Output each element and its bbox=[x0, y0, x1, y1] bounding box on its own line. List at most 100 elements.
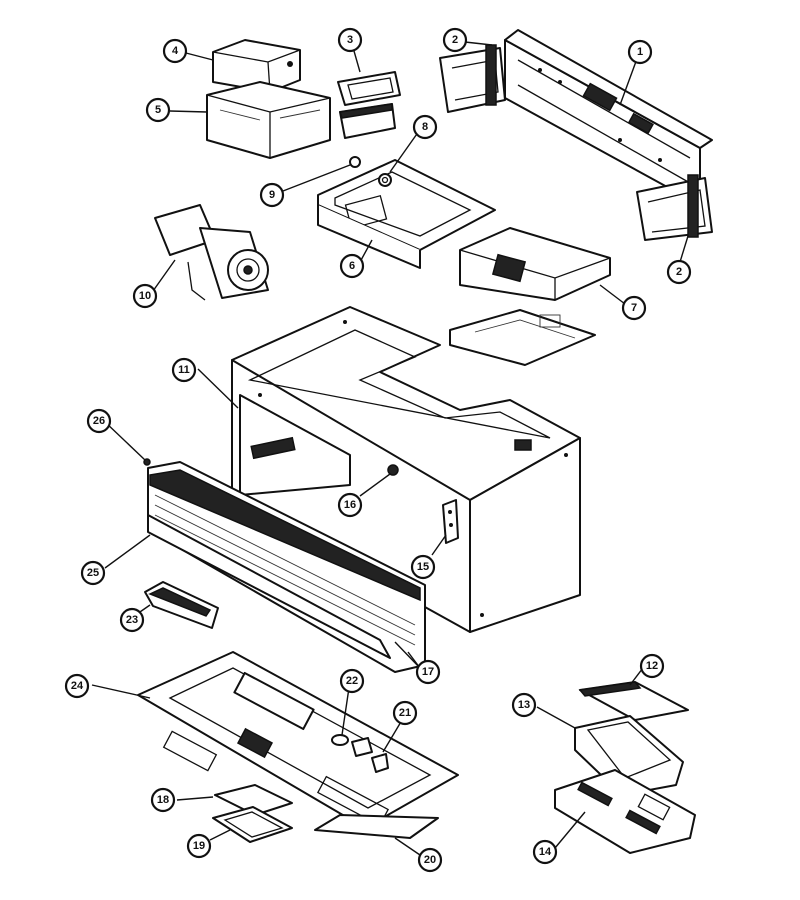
leader-20 bbox=[394, 837, 421, 856]
part-21-lamp-socket bbox=[351, 737, 389, 773]
svg-text:23: 23 bbox=[126, 614, 138, 626]
leader-9 bbox=[282, 164, 351, 192]
part-14-mounting-plate bbox=[554, 769, 696, 854]
part-18-lens bbox=[214, 784, 293, 816]
svg-text:24: 24 bbox=[71, 680, 84, 692]
part-3-cup bbox=[339, 103, 396, 139]
leader-11 bbox=[197, 368, 239, 409]
leader-18 bbox=[176, 796, 214, 801]
callout-24: 24 bbox=[64, 673, 90, 699]
leader-24 bbox=[91, 684, 151, 699]
callout-15: 15 bbox=[410, 554, 436, 580]
leader-1 bbox=[619, 55, 639, 106]
part-3-gasket bbox=[337, 71, 401, 106]
part-22-lamp-bulb bbox=[331, 734, 349, 746]
svg-text:2: 2 bbox=[676, 266, 682, 278]
leader-4 bbox=[185, 52, 214, 61]
callout-23: 23 bbox=[119, 607, 145, 633]
leader-lines bbox=[91, 41, 689, 856]
leader-14 bbox=[554, 811, 586, 849]
svg-text:16: 16 bbox=[344, 499, 356, 511]
svg-text:25: 25 bbox=[87, 567, 99, 579]
callout-18: 18 bbox=[150, 787, 176, 813]
callout-12: 12 bbox=[639, 653, 665, 679]
part-8-fastener bbox=[378, 173, 392, 187]
leader-17a bbox=[394, 641, 421, 669]
svg-text:12: 12 bbox=[646, 660, 658, 672]
leader-16 bbox=[359, 473, 391, 497]
part-5-duct-housing bbox=[206, 81, 331, 159]
svg-text:11: 11 bbox=[178, 364, 190, 376]
callout-10: 10 bbox=[132, 283, 158, 309]
callout-19: 19 bbox=[186, 833, 212, 859]
callout-1: 1 bbox=[627, 39, 653, 65]
callout-20: 20 bbox=[417, 847, 443, 873]
leader-6 bbox=[359, 239, 373, 263]
callout-4: 4 bbox=[162, 38, 188, 64]
svg-text:1: 1 bbox=[637, 46, 643, 58]
leader-26 bbox=[103, 420, 146, 461]
svg-text:19: 19 bbox=[193, 840, 205, 852]
callout-21: 21 bbox=[392, 700, 418, 726]
part-19-lens-cover bbox=[212, 806, 293, 843]
callout-2-upper: 2 bbox=[442, 27, 468, 53]
part-23-filter bbox=[144, 581, 219, 629]
callout-6: 6 bbox=[339, 253, 365, 279]
part-7-blower-housing bbox=[449, 227, 611, 366]
leader-15 bbox=[431, 534, 447, 556]
svg-text:26: 26 bbox=[93, 415, 105, 427]
part-6-base-plate bbox=[317, 159, 496, 269]
callout-3: 3 bbox=[337, 27, 363, 53]
svg-text:9: 9 bbox=[269, 189, 275, 201]
svg-text:7: 7 bbox=[631, 302, 637, 314]
part-24-bottom-panel bbox=[137, 651, 459, 829]
leader-5 bbox=[169, 110, 208, 113]
callout-13: 13 bbox=[511, 692, 537, 718]
callout-17: 17 bbox=[415, 659, 441, 685]
part-20-grease-filter bbox=[314, 814, 439, 839]
svg-text:4: 4 bbox=[172, 45, 179, 57]
leader-2a bbox=[464, 41, 493, 46]
leader-13 bbox=[536, 706, 576, 729]
callout-7: 7 bbox=[621, 295, 647, 321]
leader-2b bbox=[679, 235, 689, 263]
svg-text:18: 18 bbox=[157, 794, 169, 806]
callout-14: 14 bbox=[532, 839, 558, 865]
callout-11: 11 bbox=[171, 357, 197, 383]
part-16-grommet bbox=[387, 464, 399, 476]
leader-10 bbox=[152, 259, 176, 292]
callout-26: 26 bbox=[86, 408, 112, 434]
callout-5: 5 bbox=[145, 97, 171, 123]
callout-2-lower: 2 bbox=[666, 259, 692, 285]
callout-9: 9 bbox=[259, 182, 285, 208]
leader-8 bbox=[389, 130, 420, 173]
svg-text:14: 14 bbox=[539, 846, 552, 858]
part-15-connector bbox=[442, 499, 459, 544]
callout-25: 25 bbox=[80, 560, 106, 586]
svg-text:10: 10 bbox=[139, 290, 151, 302]
part-2-bracket-lower bbox=[636, 174, 713, 241]
leader-25 bbox=[104, 534, 151, 569]
leader-7 bbox=[599, 284, 626, 305]
callout-16: 16 bbox=[337, 492, 363, 518]
svg-text:6: 6 bbox=[349, 260, 355, 272]
leader-19 bbox=[209, 829, 231, 841]
svg-text:13: 13 bbox=[518, 699, 530, 711]
part-2-bracket-upper bbox=[439, 44, 506, 113]
part-10-fan-motor bbox=[154, 204, 269, 301]
part-4-duct-cover bbox=[212, 39, 301, 93]
svg-text:21: 21 bbox=[399, 707, 411, 719]
part-1-mounting-rail bbox=[504, 29, 713, 206]
part-9-fastener bbox=[349, 156, 361, 168]
svg-text:17: 17 bbox=[422, 666, 434, 678]
callout-22: 22 bbox=[339, 668, 365, 694]
svg-text:20: 20 bbox=[424, 854, 436, 866]
svg-text:15: 15 bbox=[417, 561, 429, 573]
svg-text:8: 8 bbox=[422, 121, 428, 133]
callout-8: 8 bbox=[412, 114, 438, 140]
part-25-vent-grille bbox=[143, 458, 426, 673]
svg-text:22: 22 bbox=[346, 675, 358, 687]
svg-text:2: 2 bbox=[452, 34, 458, 46]
part-12-strip bbox=[578, 681, 689, 721]
